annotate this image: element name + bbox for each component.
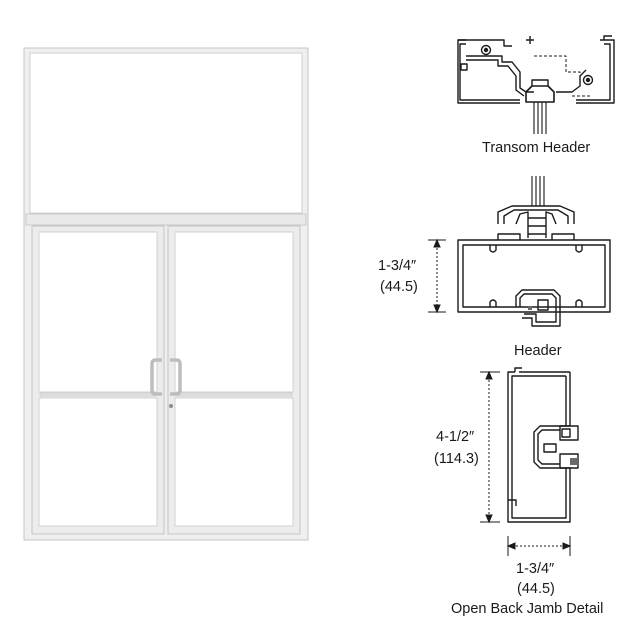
transom-header-detail [457, 35, 615, 134]
right-push-bar [175, 392, 293, 397]
door-lock [169, 404, 173, 408]
header-detail [457, 176, 611, 327]
transom-glass [29, 52, 303, 214]
transom-bar [25, 213, 307, 226]
left-push-bar [39, 392, 157, 397]
left-pull-handle [150, 358, 162, 396]
header-label: Header [514, 343, 562, 359]
jamb-width-dimension [506, 536, 572, 556]
left-door-upper-glass [38, 231, 158, 393]
jamb-depth-dimension [480, 370, 500, 524]
transom-header-label: Transom Header [482, 140, 590, 156]
door-elevation [23, 47, 309, 541]
header-dimension [428, 238, 446, 314]
jamb-width-mm: (44.5) [517, 581, 555, 597]
jamb-detail-label: Open Back Jamb Detail [451, 601, 603, 617]
jamb-depth-mm: (114.3) [434, 451, 479, 467]
left-door-lower-glass [38, 397, 158, 527]
header-dimension-mm: (44.5) [380, 279, 418, 295]
header-dimension-inches: 1-3/4″ [378, 258, 416, 274]
right-pull-handle [170, 358, 182, 396]
jamb-detail [507, 367, 579, 523]
right-door-lower-glass [174, 397, 294, 527]
right-door-upper-glass [174, 231, 294, 393]
jamb-depth-inches: 4-1/2″ [436, 429, 474, 445]
jamb-width-inches: 1-3/4″ [516, 561, 554, 577]
